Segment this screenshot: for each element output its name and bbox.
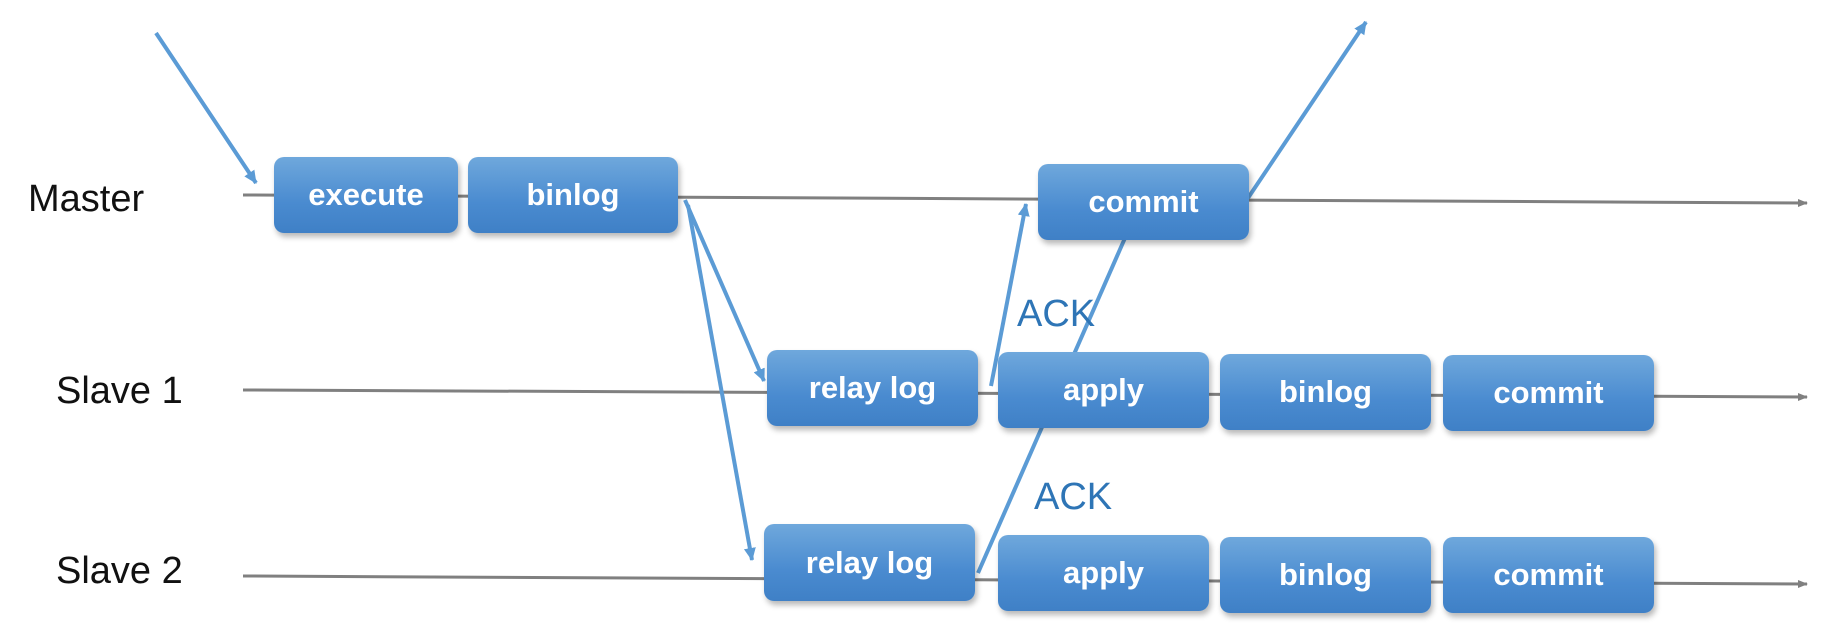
row-label-slave1: Slave 1 xyxy=(56,370,183,412)
row-label-master: Master xyxy=(28,178,145,220)
slave1-commit-step: commit xyxy=(1443,355,1654,431)
master-commit-step: commit xyxy=(1038,164,1249,240)
binlog-to-slave2-arrow xyxy=(686,204,756,561)
incoming-request-arrow xyxy=(154,31,258,185)
master-execute-step: execute xyxy=(274,157,458,233)
binlog-to-slave1-arrow xyxy=(683,199,766,382)
slave2-ack-label: ACK xyxy=(1034,476,1113,518)
slave1-binlog-step: binlog xyxy=(1220,354,1431,430)
slave1-relay-log-step: relay log xyxy=(767,350,978,426)
response-arrow xyxy=(1246,20,1368,200)
slave2-relay-log-step: relay log xyxy=(764,524,975,601)
slave2-apply-step: apply xyxy=(998,535,1209,611)
slave2-commit-step: commit xyxy=(1443,537,1654,613)
slave2-binlog-step: binlog xyxy=(1220,537,1431,613)
slave1-ack-arrow xyxy=(989,203,1030,387)
slave1-apply-step: apply xyxy=(998,352,1209,428)
row-label-slave2: Slave 2 xyxy=(56,550,183,592)
master-binlog-step: binlog xyxy=(468,157,678,233)
slave1-ack-label: ACK xyxy=(1017,293,1096,335)
